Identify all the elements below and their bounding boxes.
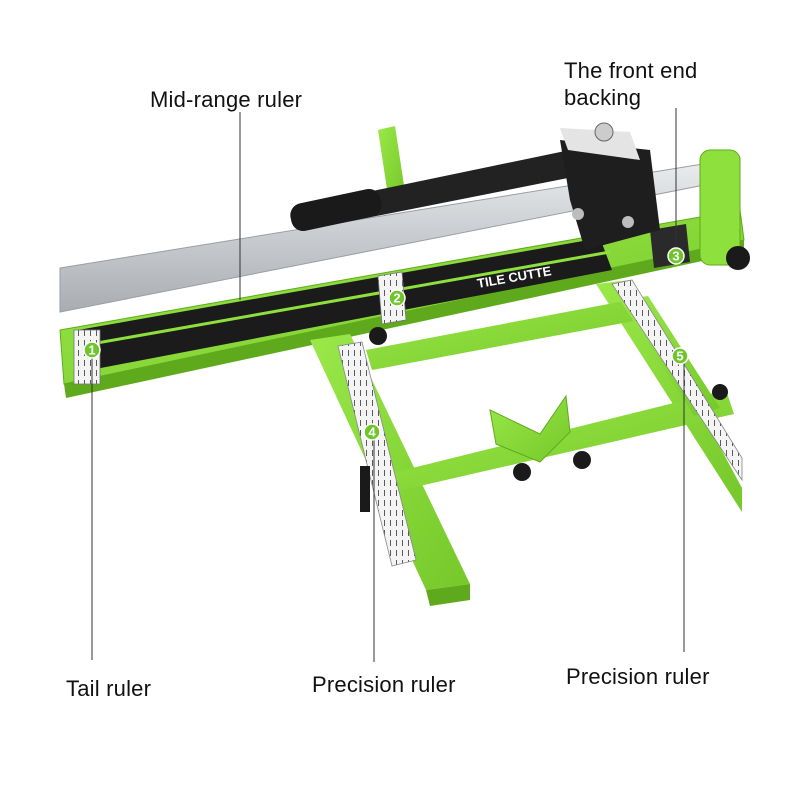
- marker-number: 1: [88, 343, 95, 358]
- marker-3: 3: [667, 247, 685, 265]
- label-precision-right-text: Precision ruler: [566, 664, 710, 689]
- marker-5: 5: [671, 347, 689, 365]
- label-mid-range-ruler-text: Mid-range ruler: [150, 87, 303, 112]
- marker-number: 5: [676, 349, 683, 364]
- left-upright: [378, 126, 405, 196]
- label-front-end-line1: The front end: [564, 58, 698, 83]
- knob-3: [573, 451, 591, 469]
- front-end-end-cap: [699, 149, 741, 266]
- lever-left: [360, 466, 370, 512]
- label-mid-range-ruler: Mid-range ruler: [150, 86, 302, 113]
- label-precision-ruler-left: Precision ruler: [312, 671, 456, 698]
- v-stop: [489, 394, 571, 463]
- frame-inner-top: [366, 298, 650, 370]
- cutter-head: [560, 140, 660, 250]
- frame-left-rail-edge: [426, 584, 470, 606]
- marker-2: 2: [388, 289, 406, 307]
- knob-2: [513, 463, 531, 481]
- label-precision-ruler-right: Precision ruler: [566, 663, 710, 690]
- marker-number: 3: [672, 249, 679, 264]
- handle-grip: [290, 188, 382, 232]
- label-front-end-line2: backing: [564, 85, 642, 110]
- knob-1: [369, 327, 387, 345]
- label-tail-ruler-text: Tail ruler: [66, 676, 152, 701]
- black-cutting-bar: [78, 238, 612, 372]
- head-knob: [594, 122, 614, 142]
- precision-ruler-right: [611, 279, 743, 482]
- knob-4: [712, 384, 728, 400]
- marker-1: 1: [83, 341, 101, 359]
- label-precision-left-text: Precision ruler: [312, 672, 456, 697]
- marker-4: 4: [363, 423, 381, 441]
- label-tail-ruler: Tail ruler: [66, 675, 151, 702]
- marker-number: 2: [393, 291, 400, 306]
- head-spring-1: [572, 208, 584, 220]
- head-spring-2: [622, 216, 634, 228]
- label-front-end-backing: The front end backing: [564, 57, 697, 111]
- green-guide-line: [79, 250, 611, 348]
- frame-right-rail: [596, 280, 742, 512]
- front-wheel: [726, 246, 750, 270]
- cutter-head-top: [560, 128, 640, 160]
- marker-number: 4: [368, 425, 376, 440]
